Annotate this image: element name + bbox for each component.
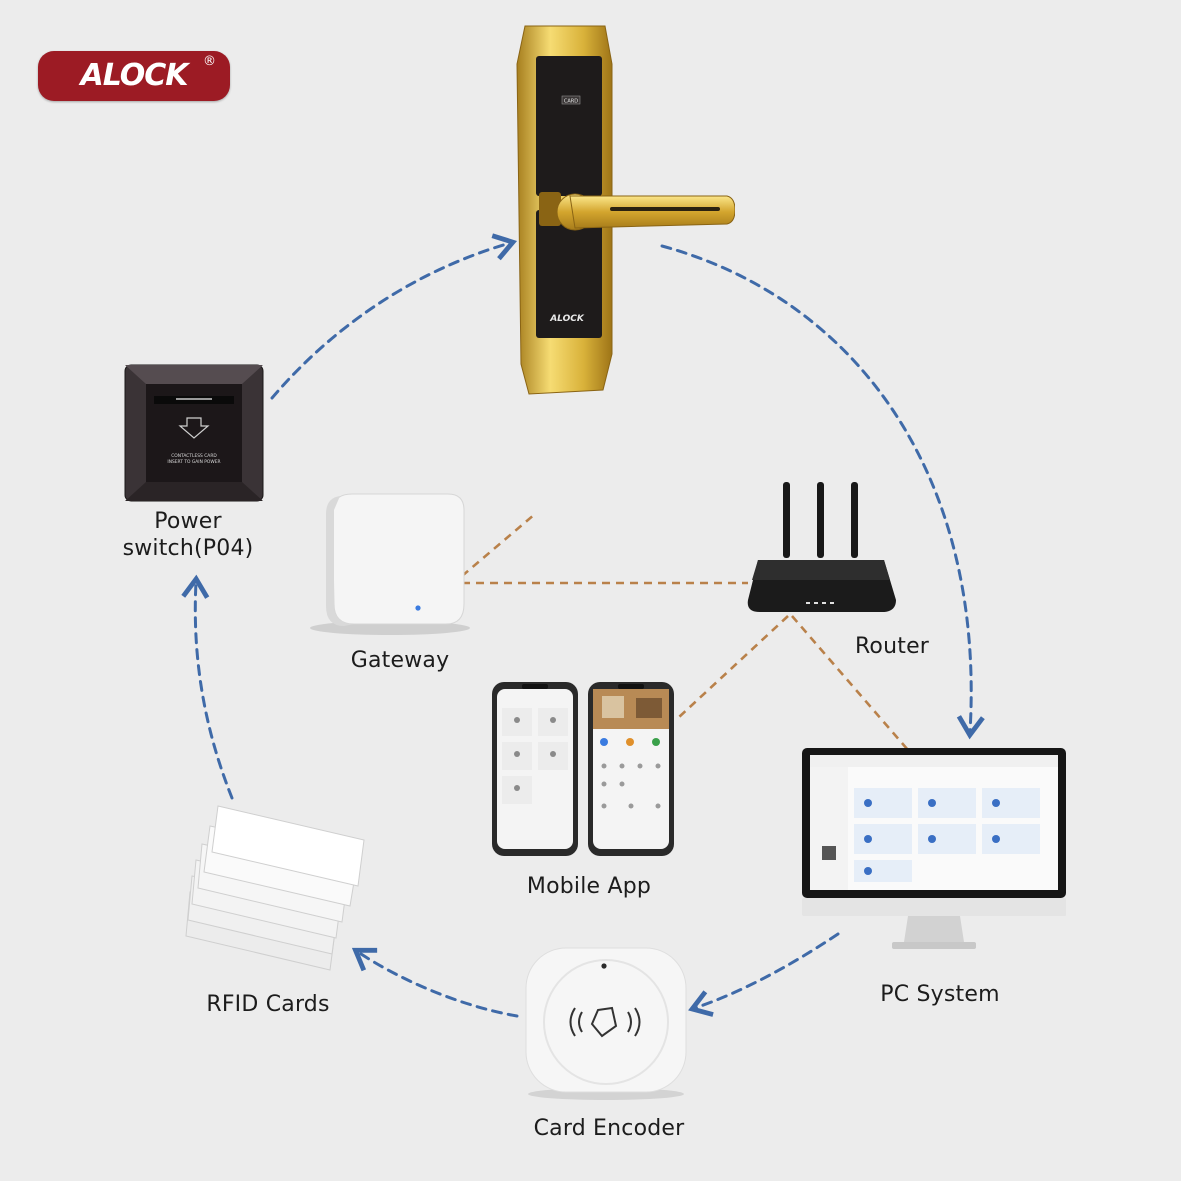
rfid-cards-image	[185, 805, 365, 971]
mobile-app-image	[492, 682, 674, 856]
gateway-label: Gateway	[350, 648, 450, 673]
card-encoder-label: Card Encoder	[533, 1116, 685, 1141]
link-router-pc	[791, 615, 909, 751]
link-gateway-stub	[461, 513, 536, 577]
door-lock-image: CARD ALOCK	[516, 25, 735, 395]
power-switch-label-line2: switch(P04)	[122, 536, 254, 561]
router-label: Router	[854, 634, 930, 659]
brand-logo-text: ALOCK	[80, 58, 188, 93]
power-switch-face-line2: INSERT TO GAIN POWER	[167, 459, 220, 465]
lock-card-slot-text: CARD	[564, 99, 578, 105]
power-switch-image: CONTACTLESS CARD INSERT TO GAIN POWER	[124, 364, 264, 502]
gateway-image	[310, 493, 470, 635]
link-router-app	[677, 615, 789, 719]
lock-plate-logo: ALOCK	[549, 314, 585, 324]
mobile-app-label: Mobile App	[526, 874, 652, 899]
arrow-lock-to-pc	[660, 244, 985, 740]
arrow-encoder-to-cards	[351, 947, 519, 1018]
card-encoder-image	[525, 947, 687, 1100]
arrow-pc-to-encoder	[688, 932, 840, 1017]
arrow-cards-to-power	[181, 574, 234, 800]
arrow-power-to-lock	[270, 233, 518, 400]
pc-system-image	[802, 748, 1066, 949]
power-switch-label-line1: Power	[154, 509, 222, 534]
registered-mark: ®	[203, 54, 216, 69]
router-image	[747, 482, 896, 612]
brand-logo: ALOCK ®	[38, 51, 230, 101]
rfid-cards-label: RFID Cards	[206, 992, 330, 1017]
power-switch-face-line1: CONTACTLESS CARD	[171, 453, 217, 459]
pc-system-label: PC System	[880, 982, 1000, 1007]
